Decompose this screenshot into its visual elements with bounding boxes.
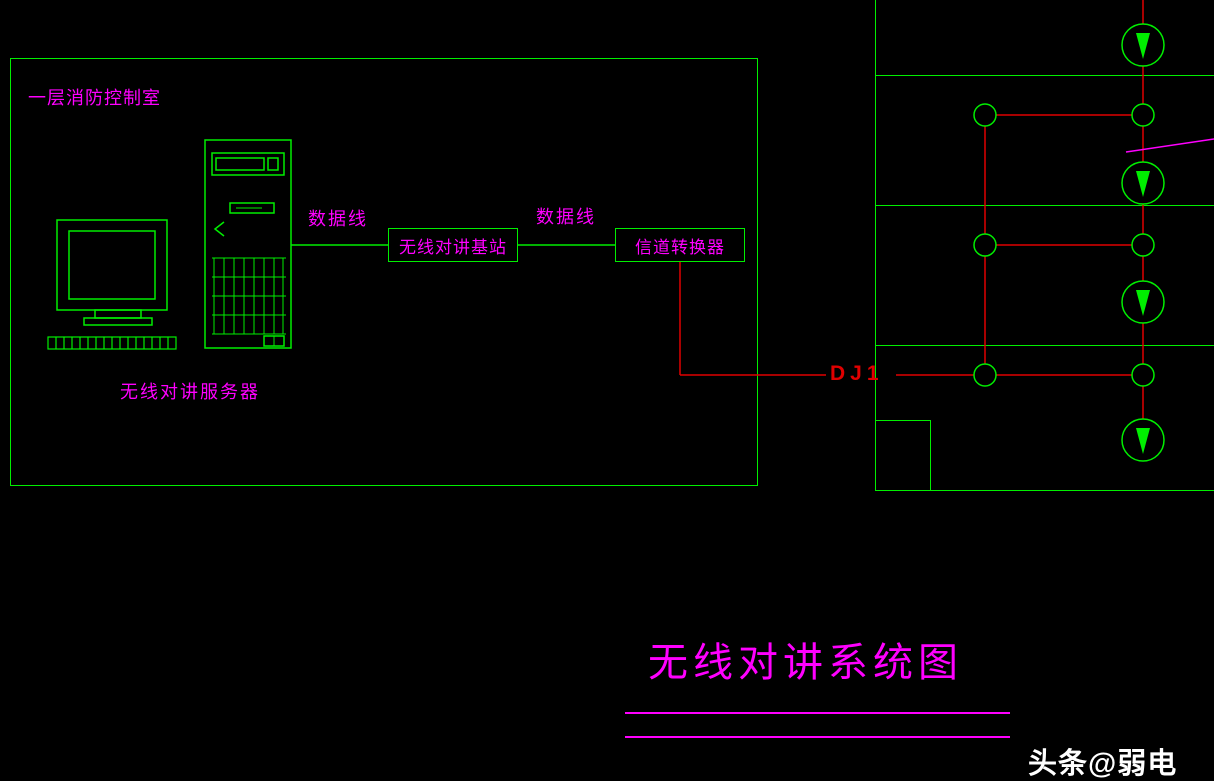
speaker-icon	[1121, 418, 1165, 462]
circuit-label: DJ1	[830, 362, 884, 385]
magenta-tap-line	[1125, 138, 1214, 153]
speaker-icon	[1121, 161, 1165, 205]
cable2-label: 数据线	[536, 207, 596, 227]
room-label: 一层消防控制室	[28, 88, 161, 108]
channel-converter-box: 信道转换器	[615, 228, 745, 262]
diagram-title: 无线对讲系统图	[648, 641, 963, 685]
junction-circle	[1131, 233, 1155, 257]
control-room-outline	[10, 58, 758, 486]
riser-wire	[984, 0, 1144, 419]
junction-circle	[1131, 103, 1155, 127]
junction-circle	[973, 233, 997, 257]
speaker-icon	[1121, 280, 1165, 324]
keyboard-icon	[47, 336, 177, 350]
speaker-icon	[1121, 23, 1165, 67]
floor-grid	[875, 0, 1214, 491]
speaker-icons	[1121, 23, 1165, 462]
server-label: 无线对讲服务器	[120, 382, 260, 402]
title-underline	[625, 712, 1010, 714]
tower-server-icon	[204, 139, 292, 349]
junction-circle	[973, 103, 997, 127]
junction-circles	[973, 103, 1155, 387]
junction-circle	[1131, 363, 1155, 387]
dj1-wire	[679, 262, 1132, 376]
monitor-icon	[56, 219, 168, 326]
watermark-text: 头条@弱电	[1028, 748, 1178, 780]
title-underline	[625, 736, 1010, 738]
junction-circle	[973, 363, 997, 387]
base-station-box: 无线对讲基站	[388, 228, 518, 262]
cable1-label: 数据线	[308, 209, 368, 229]
